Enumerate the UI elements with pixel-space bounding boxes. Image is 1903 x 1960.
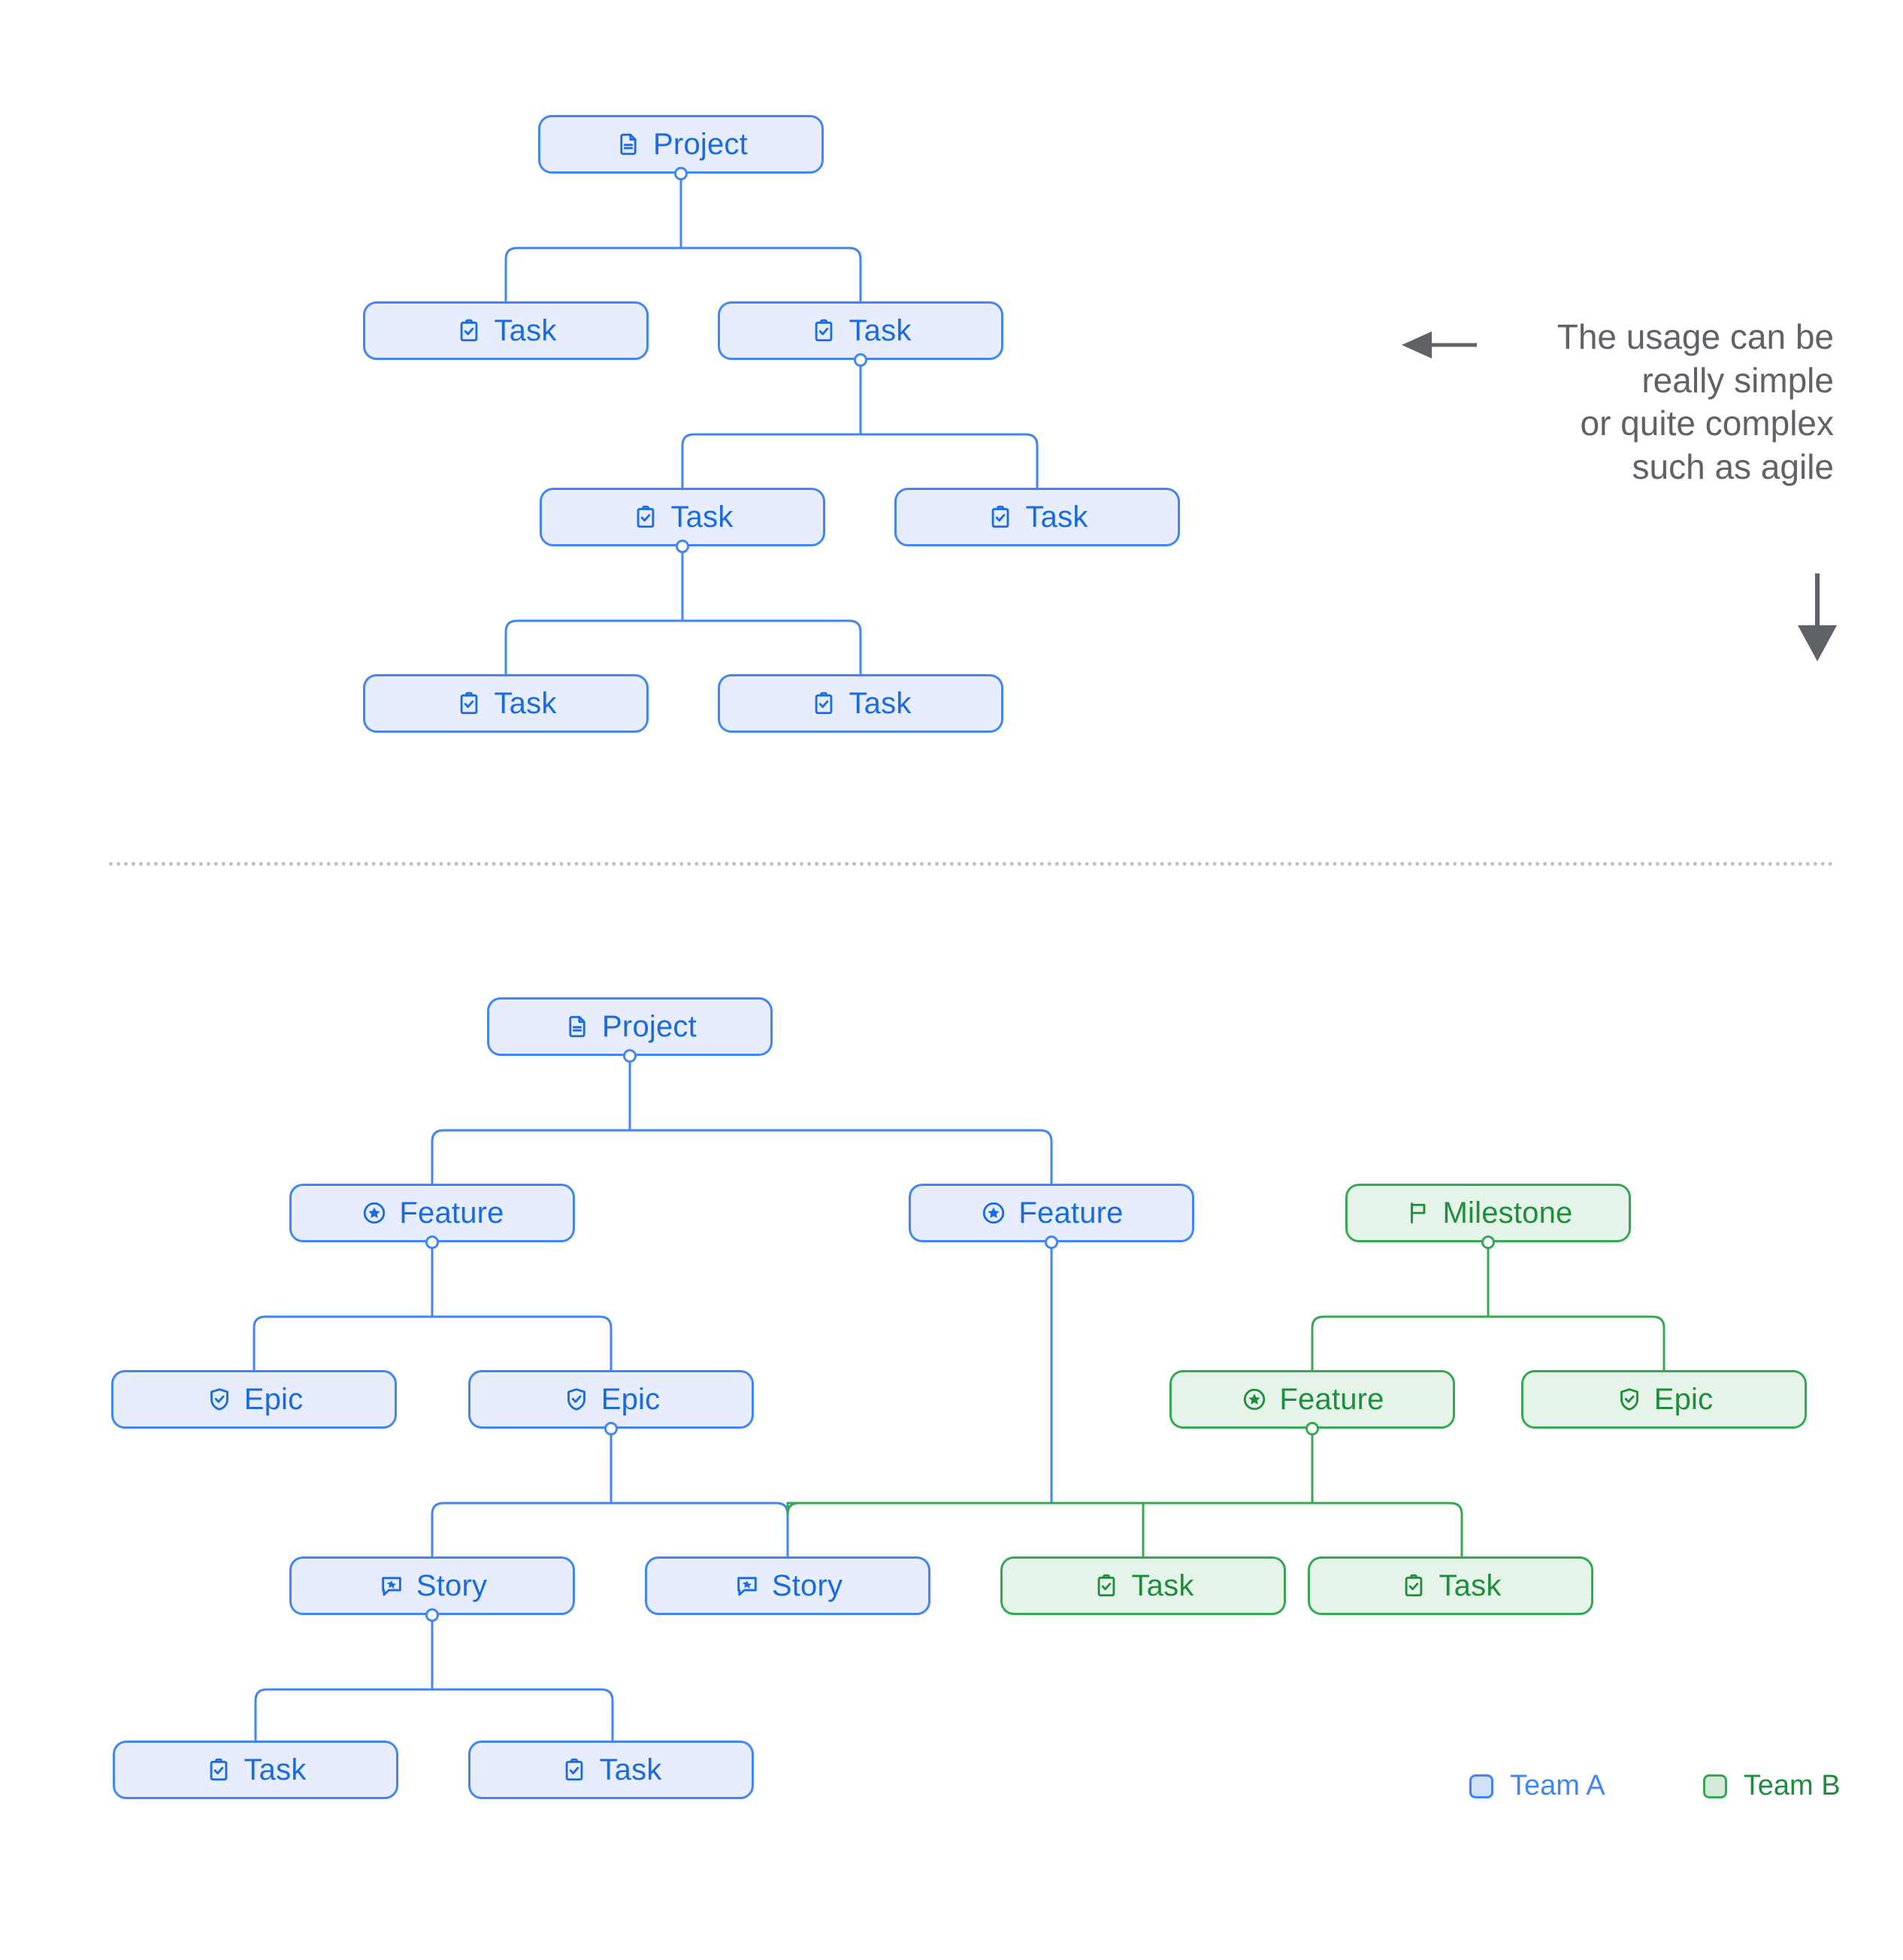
node-t-task-4[interactable]: Task [894,488,1180,546]
node-label: Epic [1653,1383,1714,1416]
connector-dot [1481,1236,1495,1249]
node-label: Task [849,314,912,347]
node-b-feature-3[interactable]: Feature [1169,1370,1455,1429]
node-b-epic-2[interactable]: Epic [468,1370,754,1429]
node-label: Story [771,1569,843,1602]
clipboard-check-icon [1092,1571,1121,1600]
star-circle-icon [1240,1385,1269,1414]
chat-star-icon [377,1571,406,1600]
node-b-task-g2[interactable]: Task [1308,1556,1593,1615]
shield-check-icon [562,1385,591,1414]
connector-dot [623,1049,637,1063]
arrow-left-icon [1402,331,1477,358]
connector-dot [1045,1236,1058,1249]
shield-check-icon [205,1385,234,1414]
node-t-task-1[interactable]: Task [363,301,649,360]
connector-dot [1305,1422,1319,1435]
annotation-line-1: The usage can be [1557,317,1834,356]
node-t-task-2[interactable]: Task [718,301,1003,360]
document-icon [614,130,643,159]
node-label: Feature [1279,1383,1384,1416]
node-label: Story [416,1569,488,1602]
node-b-story-2[interactable]: Story [645,1556,930,1615]
clipboard-check-icon [455,689,483,718]
connector-dot [676,540,689,553]
connector-dot [425,1608,439,1622]
legend: Team A Team B [1469,1770,1841,1802]
shield-check-icon [1615,1385,1644,1414]
node-b-task-b1[interactable]: Task [113,1741,398,1799]
node-t-task-3[interactable]: Task [540,488,825,546]
node-t-task-6[interactable]: Task [718,674,1003,733]
node-label: Task [1439,1569,1502,1602]
node-b-feature-2[interactable]: Feature [909,1184,1194,1242]
node-label: Milestone [1442,1196,1573,1230]
node-b-task-g1[interactable]: Task [1000,1556,1286,1615]
connector-dot [425,1236,439,1249]
node-b-task-b2[interactable]: Task [468,1741,754,1799]
node-b-feature-1[interactable]: Feature [289,1184,575,1242]
document-icon [563,1012,591,1041]
clipboard-check-icon [809,316,838,345]
arrow-down-icon [1798,573,1837,661]
clipboard-check-icon [560,1756,588,1784]
node-label: Task [1025,501,1088,534]
node-b-epic-1[interactable]: Epic [111,1370,397,1429]
annotation-line-3: or quite complex [1580,404,1835,443]
node-label: Feature [399,1196,504,1230]
node-label: Task [599,1753,662,1786]
annotation-text: The usage can be really simple or quite … [1503,316,1834,488]
node-label: Task [849,687,912,720]
section-divider [109,862,1834,866]
legend-item-team-b[interactable]: Team B [1702,1770,1841,1802]
node-label: Task [1131,1569,1194,1602]
annotation-line-4: such as agile [1632,446,1835,486]
clipboard-check-icon [1399,1571,1428,1600]
legend-swatch-team-b [1702,1774,1727,1798]
node-b-project[interactable]: Project [487,997,773,1056]
node-t-task-5[interactable]: Task [363,674,649,733]
node-label: Task [494,687,557,720]
node-b-milestone[interactable]: Milestone [1345,1184,1631,1242]
node-label: Project [653,128,748,161]
clipboard-check-icon [809,689,838,718]
star-circle-icon [979,1199,1008,1227]
node-label: Task [494,314,557,347]
star-circle-icon [360,1199,389,1227]
node-b-epic-3[interactable]: Epic [1521,1370,1807,1429]
node-label: Task [244,1753,307,1786]
node-label: Epic [601,1383,661,1416]
legend-label-team-b: Team B [1743,1770,1841,1801]
clipboard-check-icon [631,503,660,531]
chat-star-icon [733,1571,761,1600]
clipboard-check-icon [986,503,1015,531]
node-t-project[interactable]: Project [538,115,824,174]
legend-item-team-a[interactable]: Team A [1469,1770,1605,1802]
node-label: Project [602,1010,697,1043]
connector-dot [674,167,688,180]
clipboard-check-icon [204,1756,233,1784]
flag-icon [1404,1199,1433,1227]
node-label: Epic [244,1383,304,1416]
node-label: Task [670,501,734,534]
connector-dot [604,1422,618,1435]
connector-dot [854,353,867,367]
clipboard-check-icon [455,316,483,345]
node-label: Feature [1018,1196,1124,1230]
annotation-line-2: really simple [1641,360,1834,400]
legend-swatch-team-a [1469,1774,1493,1798]
legend-label-team-a: Team A [1510,1770,1605,1801]
node-b-story-1[interactable]: Story [289,1556,575,1615]
